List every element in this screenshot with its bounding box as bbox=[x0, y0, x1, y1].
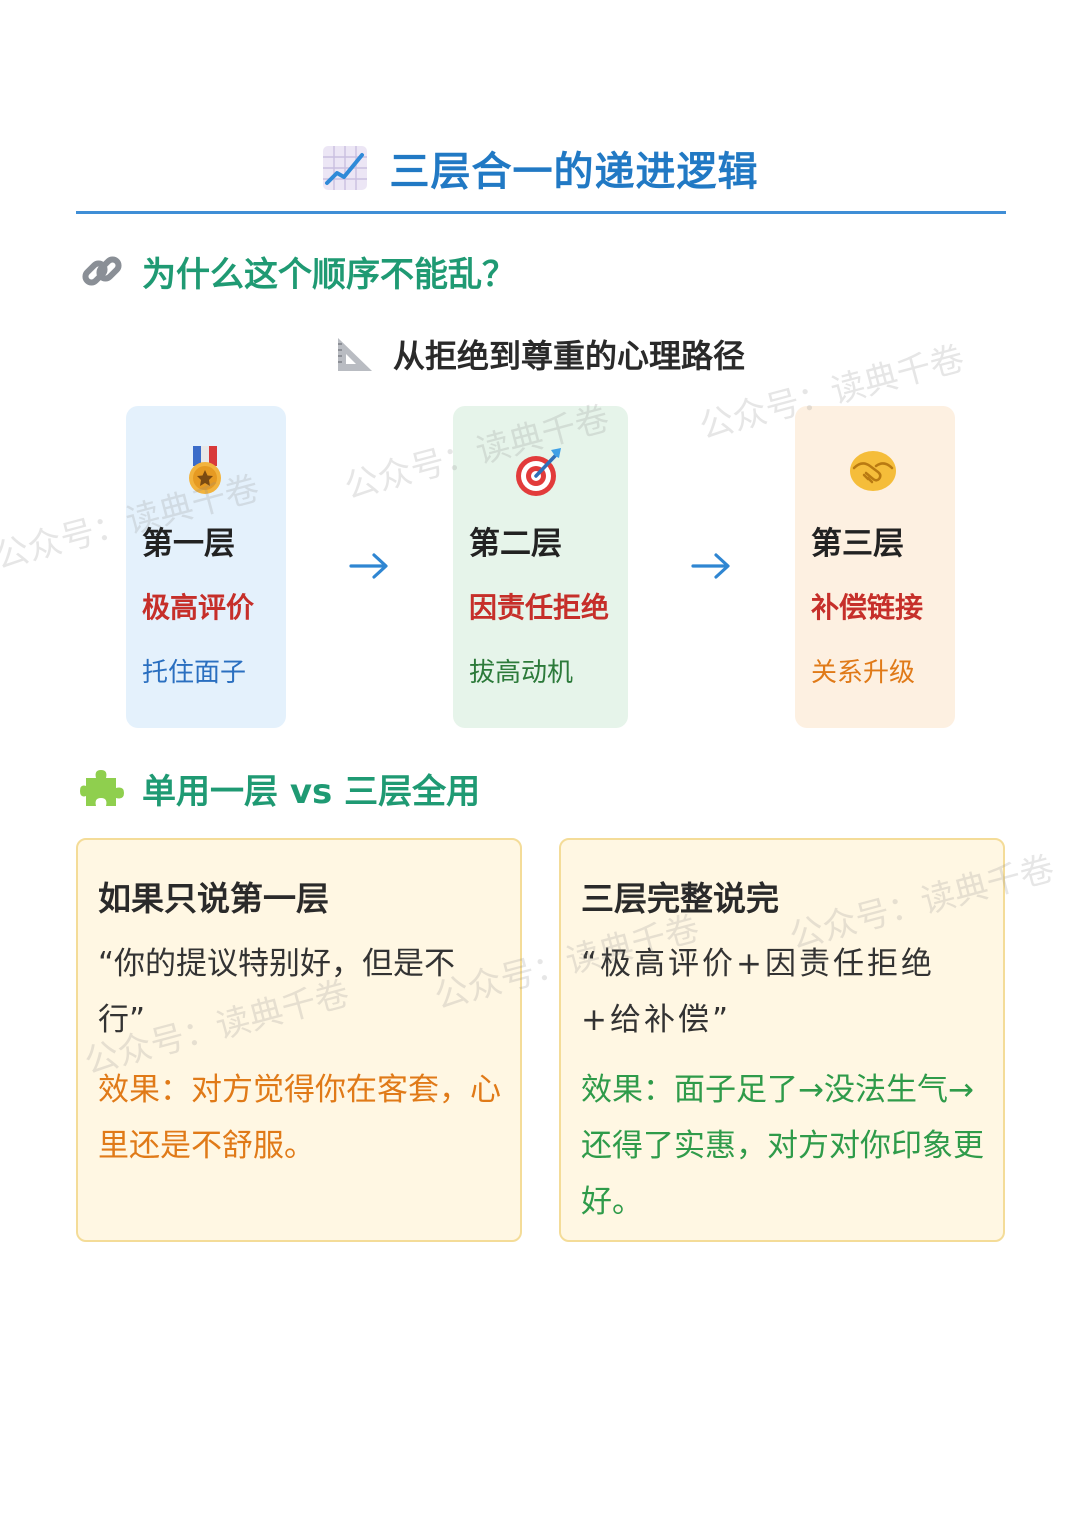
layer-desc: 托住面子 bbox=[142, 658, 247, 688]
layer-label: 第三层 bbox=[811, 526, 904, 562]
section-why-order: 为什么这个顺序不能乱？ bbox=[80, 246, 516, 296]
layer-name: 补偿链接 bbox=[811, 591, 924, 624]
target-icon bbox=[516, 448, 561, 496]
section-heading: 为什么这个顺序不能乱？ bbox=[142, 254, 516, 295]
layer-name: 极高评价 bbox=[142, 591, 255, 624]
layer-label: 第二层 bbox=[469, 526, 562, 562]
title-divider bbox=[76, 211, 1006, 214]
box-quote: “极高评价+因责任拒绝+给补偿” bbox=[581, 946, 936, 1038]
arrow-right-icon bbox=[349, 553, 388, 579]
compare-box-full: 三层完整说完 “极高评价+因责任拒绝+给补偿” 效果：面子足了→没法生气→还得了… bbox=[559, 838, 1005, 1242]
chart-increasing-icon bbox=[322, 146, 367, 190]
compare-box-single: 如果只说第一层 “你的提议特别好，但是不行” 效果：对方觉得你在客套，心里还是不… bbox=[76, 838, 522, 1242]
box-effect: 效果：面子足了→没法生气→还得了实惠，对方对你印象更好。 bbox=[581, 1072, 984, 1220]
arrow-right-icon bbox=[691, 553, 730, 579]
triangular-ruler-icon bbox=[337, 338, 372, 371]
box-effect: 效果：对方觉得你在客套，心里还是不舒服。 bbox=[98, 1072, 501, 1164]
subheading-text: 从拒绝到尊重的心理路径 bbox=[392, 337, 745, 375]
box-title: 如果只说第一层 bbox=[98, 879, 329, 918]
box-title: 三层完整说完 bbox=[581, 879, 779, 918]
layer-card-1: 第一层 极高评价 托住面子 bbox=[126, 406, 286, 728]
layer-name: 因责任拒绝 bbox=[469, 591, 610, 624]
page-title: 三层合一的递进逻辑 bbox=[389, 149, 759, 195]
layer-card-3: 第三层 补偿链接 关系升级 bbox=[795, 406, 955, 728]
page-title-row: 三层合一的递进逻辑 bbox=[0, 138, 1080, 198]
psych-path-heading: 从拒绝到尊重的心理路径 bbox=[0, 330, 1080, 378]
box-quote: “你的提议特别好，但是不行” bbox=[98, 946, 456, 1038]
section-heading: 单用一层 vs 三层全用 bbox=[142, 771, 481, 812]
handshake-icon bbox=[850, 451, 896, 491]
layer-desc: 关系升级 bbox=[811, 658, 916, 688]
layer-label: 第一层 bbox=[142, 526, 235, 562]
section-compare: 单用一层 vs 三层全用 bbox=[80, 763, 480, 813]
puzzle-piece-icon bbox=[80, 766, 124, 810]
link-icon bbox=[80, 249, 124, 293]
layer-desc: 拔高动机 bbox=[469, 658, 574, 688]
layer-card-2: 第二层 因责任拒绝 拔高动机 bbox=[453, 406, 628, 728]
medal-icon bbox=[189, 446, 221, 494]
